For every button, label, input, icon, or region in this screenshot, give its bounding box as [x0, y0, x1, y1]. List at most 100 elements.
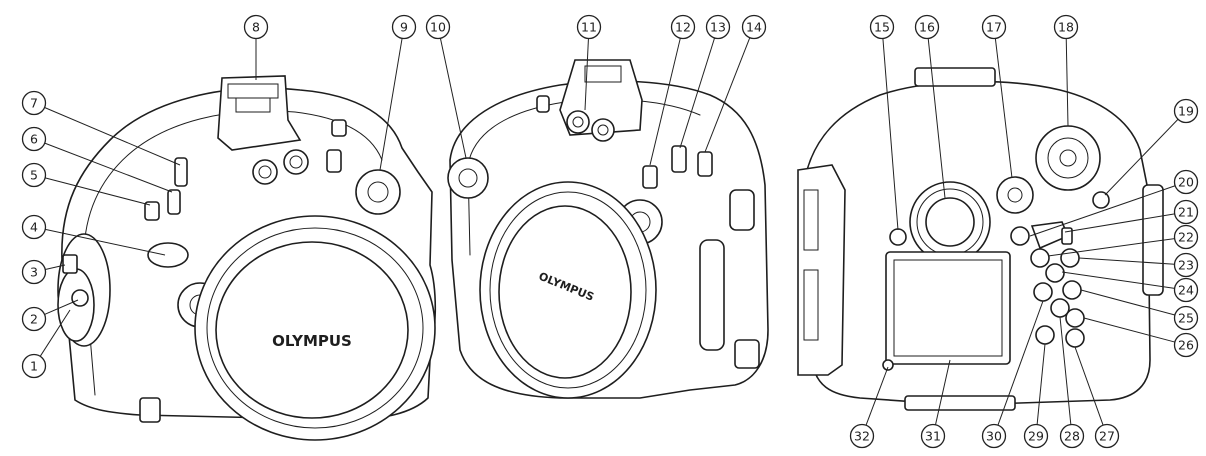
- callout-leader: [1061, 271, 1175, 289]
- callout-number: 28: [1064, 429, 1080, 444]
- callout-circle: [576, 14, 602, 40]
- callout-17: 17: [981, 14, 1007, 40]
- callout-25: 25: [1173, 305, 1199, 331]
- callout-number: 25: [1178, 311, 1194, 326]
- callout-number: 17: [986, 20, 1002, 35]
- callout-number: 5: [30, 168, 38, 183]
- callout-leader: [649, 38, 681, 166]
- callout-leader: [935, 359, 951, 425]
- callout-27: 27: [1094, 423, 1120, 449]
- callout-circle: [914, 14, 940, 40]
- callout-circle: [981, 14, 1007, 40]
- callout-number: 31: [925, 429, 941, 444]
- callout-29: 29: [1023, 423, 1049, 449]
- callout-circle: [21, 353, 47, 379]
- callout-30: 30: [981, 423, 1007, 449]
- callout-number: 12: [675, 20, 691, 35]
- callout-number: 27: [1099, 429, 1115, 444]
- callout-20: 20: [1173, 169, 1199, 195]
- callout-circle: [391, 14, 417, 40]
- callout-14: 14: [741, 14, 767, 40]
- callout-number: 7: [30, 96, 38, 111]
- callout-22: 22: [1173, 224, 1199, 250]
- callout-circle: [1059, 423, 1085, 449]
- callout-3: 3: [21, 259, 47, 285]
- callout-number: 4: [30, 220, 38, 235]
- callout-circle: [21, 214, 47, 240]
- callout-number: 21: [1178, 205, 1194, 220]
- callout-leader: [439, 38, 467, 159]
- callout-circle: [1094, 423, 1120, 449]
- callout-number: 18: [1058, 20, 1074, 35]
- callout-number: 13: [710, 20, 726, 35]
- callout-leader: [1029, 185, 1176, 237]
- callout-circle: [869, 14, 895, 40]
- callout-leader: [1065, 38, 1069, 127]
- callout-8: 8: [243, 14, 269, 40]
- callout-number: 14: [746, 20, 762, 35]
- callout-number: 23: [1178, 258, 1194, 273]
- callout-circle: [1173, 252, 1199, 278]
- callout-circle: [1173, 224, 1199, 250]
- callout-26: 26: [1173, 332, 1199, 358]
- callout-number: 10: [430, 20, 446, 35]
- callout-leader: [39, 309, 71, 357]
- callout-number: 32: [854, 429, 870, 444]
- callout-number: 16: [919, 20, 935, 35]
- callout-leader: [1059, 316, 1072, 425]
- callout-number: 20: [1178, 175, 1194, 190]
- callout-leader: [994, 38, 1013, 179]
- callout-leader: [1078, 257, 1175, 265]
- front-port-brand-text: OLYMPUS: [272, 332, 352, 350]
- callout-circle: [1053, 14, 1079, 40]
- callout-circle: [741, 14, 767, 40]
- callout-28: 28: [1059, 423, 1085, 449]
- callout-leader: [44, 142, 173, 193]
- callout-9: 9: [391, 14, 417, 40]
- callout-circle: [243, 14, 269, 40]
- callout-7: 7: [21, 90, 47, 116]
- callout-number: 2: [30, 312, 38, 327]
- callout-circle: [1023, 423, 1049, 449]
- callout-leader: [584, 38, 589, 111]
- callout-number: 15: [874, 20, 890, 35]
- callout-leader: [927, 38, 946, 199]
- callout-10: 10: [425, 14, 451, 40]
- callout-number: 6: [30, 132, 38, 147]
- callout-circle: [705, 14, 731, 40]
- callout-leader: [1047, 238, 1175, 257]
- callout-leader: [865, 366, 889, 426]
- callout-leader: [45, 228, 166, 256]
- callout-1: 1: [21, 353, 47, 379]
- callout-circle: [21, 162, 47, 188]
- callout-leader: [704, 37, 751, 153]
- callout-24: 24: [1173, 277, 1199, 303]
- callout-circle: [1173, 98, 1199, 124]
- callout-18: 18: [1053, 14, 1079, 40]
- callout-31: 31: [920, 423, 946, 449]
- callout-number: 9: [400, 20, 408, 35]
- callout-circle: [1173, 305, 1199, 331]
- callout-16: 16: [914, 14, 940, 40]
- callout-number: 19: [1178, 104, 1194, 119]
- callout-circle: [1173, 332, 1199, 358]
- callout-leader: [1104, 118, 1179, 196]
- housing-back-view: [797, 67, 1164, 411]
- callout-leader: [882, 38, 899, 231]
- callout-12: 12: [670, 14, 696, 40]
- callout-leader: [997, 300, 1044, 426]
- callout-6: 6: [21, 126, 47, 152]
- callout-leader: [379, 38, 403, 171]
- callout-leader: [1080, 289, 1176, 316]
- callout-13: 13: [705, 14, 731, 40]
- callout-11: 11: [576, 14, 602, 40]
- callout-leader: [44, 107, 181, 166]
- callout-circle: [1173, 199, 1199, 225]
- callout-number: 30: [986, 429, 1002, 444]
- callout-circle: [981, 423, 1007, 449]
- callout-15: 15: [869, 14, 895, 40]
- callout-4: 4: [21, 214, 47, 240]
- callout-number: 11: [581, 20, 597, 35]
